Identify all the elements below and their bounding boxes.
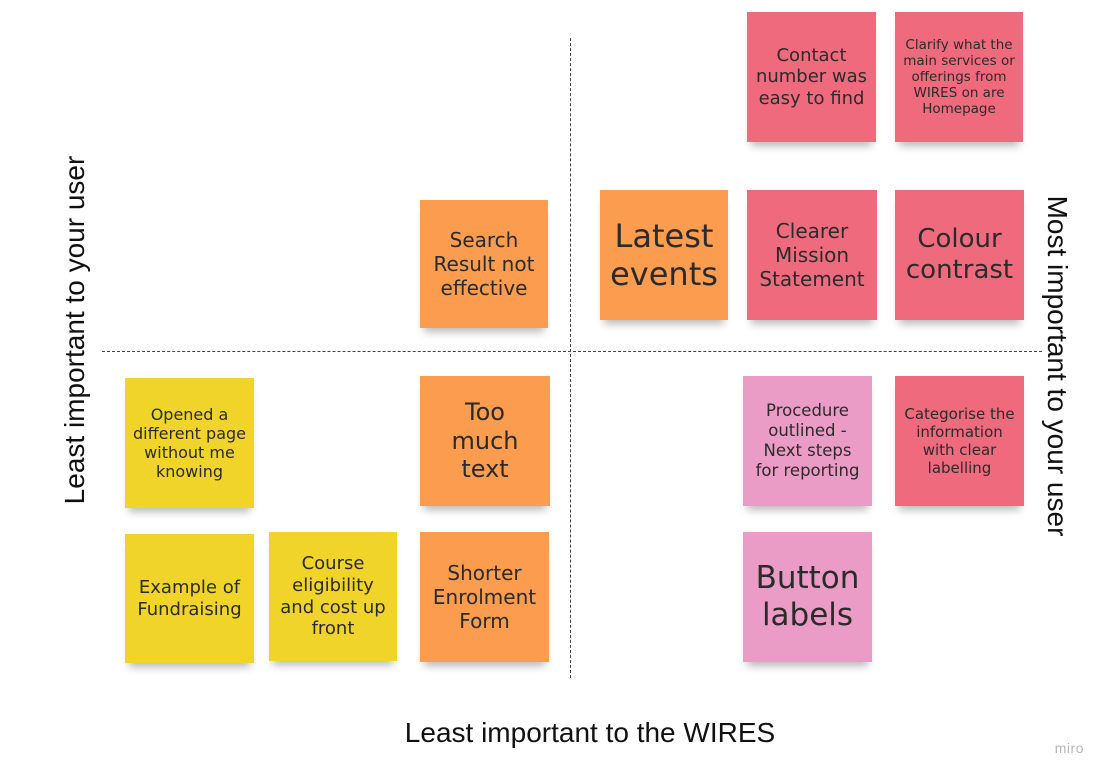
sticky-note-text: Categorise the information with clear la… [904,405,1015,477]
sticky-note-text: Colour contrast [905,223,1014,285]
sticky-note-text: Shorter Enrolment Form [432,561,537,633]
miro-watermark: miro [1054,740,1084,756]
sticky-note-text: Clearer Mission Statement [759,219,865,291]
sticky-note-enrolment-form[interactable]: Shorter Enrolment Form [420,532,549,662]
axis-bottom-label: Least important to the WIRES [404,717,776,748]
sticky-note-text: Button labels [755,559,860,633]
sticky-note-too-much-text[interactable]: Too much text [420,376,550,506]
sticky-note-text: Example of Fundraising [137,576,242,620]
sticky-note-text: Course eligibility and cost up front [280,553,386,640]
sticky-note-button-labels[interactable]: Button labels [743,532,872,662]
sticky-note-mission-statement[interactable]: Clearer Mission Statement [747,190,877,320]
axis-left-label: Least important to your user [59,155,90,505]
sticky-note-course-eligibility[interactable]: Course eligibility and cost up front [269,532,397,661]
sticky-note-categorise-information[interactable]: Categorise the information with clear la… [895,376,1024,506]
sticky-note-fundraising[interactable]: Example of Fundraising [125,534,254,663]
sticky-note-latest-events[interactable]: Latest events [600,190,728,320]
sticky-note-text: Too much text [451,397,519,484]
sticky-note-opened-page[interactable]: Opened a different page without me knowi… [125,378,254,508]
axis-right-label: Most important to your user [1042,195,1073,537]
sticky-note-clarify-services[interactable]: Clarify what the main services or offeri… [895,12,1023,142]
vertical-divider [570,38,571,678]
sticky-note-colour-contrast[interactable]: Colour contrast [895,190,1024,320]
sticky-note-text: Opened a different page without me knowi… [133,404,246,482]
sticky-note-text: Clarify what the main services or offeri… [903,36,1015,118]
horizontal-divider [102,351,1042,352]
sticky-note-text: Search Result not effective [433,228,535,300]
sticky-note-contact-number[interactable]: Contact number was easy to find [747,12,876,142]
sticky-note-text: Contact number was easy to find [755,44,868,109]
sticky-note-search-result[interactable]: Search Result not effective [420,200,548,328]
sticky-note-procedure-outlined[interactable]: Procedure outlined - Next steps for repo… [743,376,872,506]
sticky-note-text: Procedure outlined - Next steps for repo… [755,401,860,480]
sticky-note-text: Latest events [610,216,718,293]
